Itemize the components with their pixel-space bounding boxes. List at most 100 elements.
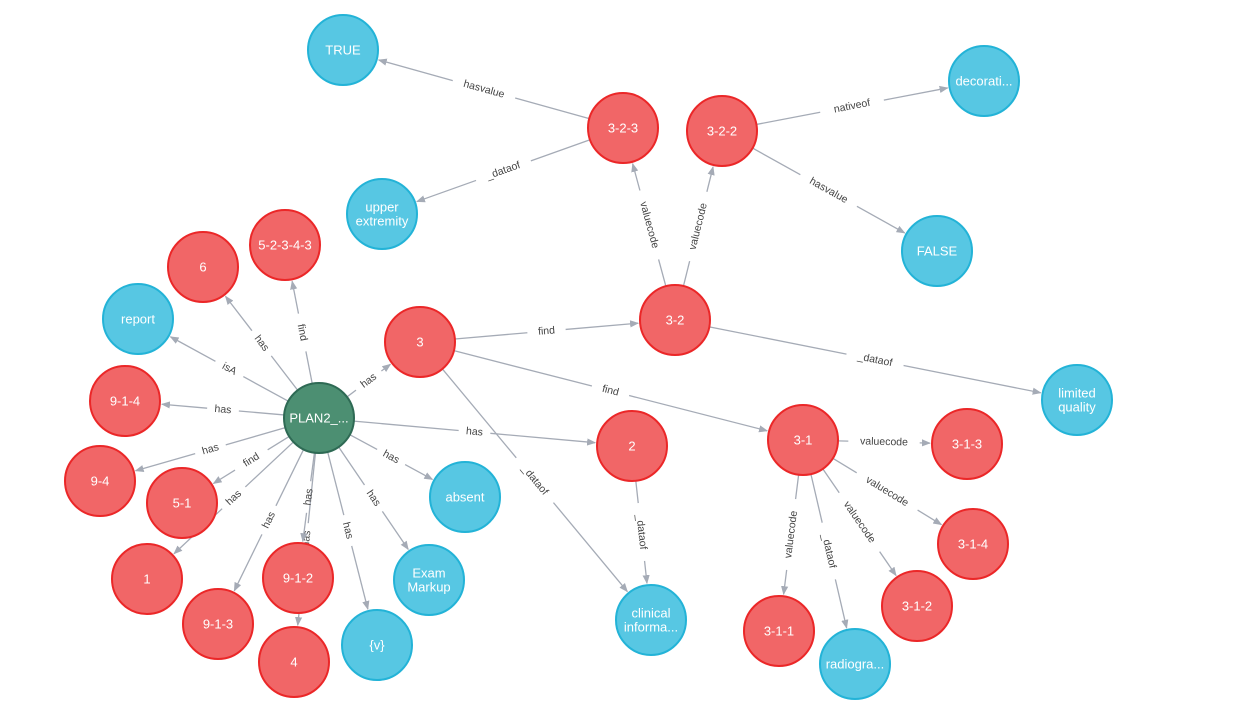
node-n9-1-3[interactable]: 9-1-3: [182, 588, 254, 660]
edge-label: _dataof: [484, 159, 522, 182]
edge-plan2-n9-1-4[interactable]: has: [160, 401, 285, 416]
node-circle: [901, 215, 973, 287]
edge-n3-2-limited[interactable]: _dataof: [709, 326, 1042, 395]
edge-plan2-n3[interactable]: has: [346, 363, 392, 398]
node-n4[interactable]: 4: [258, 626, 330, 698]
node-circle: [283, 382, 355, 454]
edge-label: find: [538, 324, 556, 337]
node-label: TRUE: [325, 43, 361, 58]
node-n3-2-2[interactable]: 3-2-2: [686, 95, 758, 167]
node-circle: [767, 404, 839, 476]
node-n3-2-3[interactable]: 3-2-3: [587, 92, 659, 164]
node-circle: [819, 628, 891, 700]
edge-label: has: [252, 333, 272, 354]
node-label: PLAN2_...: [289, 411, 348, 426]
node-label: 3-1-4: [958, 537, 988, 552]
node-n9-1-2[interactable]: 9-1-2: [262, 542, 334, 614]
node-label: report: [121, 312, 155, 327]
edge-n3-2-3-true[interactable]: hasvalue: [377, 58, 590, 120]
node-n1[interactable]: 1: [111, 543, 183, 615]
node-label: 5-2-3-4-3: [258, 238, 311, 253]
node-v[interactable]: {v}: [341, 609, 413, 681]
edge-arrow: [212, 469, 236, 485]
edge-plan2-n9-4[interactable]: has: [134, 427, 286, 472]
edge-label: has: [214, 403, 232, 416]
edge-line: [810, 473, 823, 523]
node-n3[interactable]: 3: [384, 306, 456, 378]
edge-n3-2-n3-2-3[interactable]: valuecode: [631, 162, 667, 287]
edge-arrow: [856, 205, 906, 234]
node-report[interactable]: report: [102, 283, 174, 355]
edge-plan2-n9-1-2[interactable]: has: [300, 452, 316, 543]
node-circle: [346, 178, 418, 250]
edge-n2-clinical[interactable]: _dataof: [633, 480, 650, 585]
edge-n3-1-n3-1-1[interactable]: valuecode: [781, 474, 800, 596]
edge-line: [752, 147, 801, 176]
node-plan2[interactable]: PLAN2_...: [283, 382, 355, 454]
edge-line: [832, 457, 858, 474]
edge-n3-2-2-false[interactable]: hasvalue: [752, 147, 906, 234]
edge-plan2-v[interactable]: has: [327, 451, 370, 611]
node-label: decorati...: [955, 74, 1012, 89]
edge-plan2-n6[interactable]: has: [224, 295, 299, 391]
edge-plan2-n5-1[interactable]: find: [212, 435, 290, 485]
edge-arrow: [169, 336, 216, 362]
node-absent[interactable]: absent: [429, 461, 501, 533]
node-circle: [249, 209, 321, 281]
node-n3-1[interactable]: 3-1: [767, 404, 839, 476]
node-n2[interactable]: 2: [596, 410, 668, 482]
node-n5-1[interactable]: 5-1: [146, 467, 218, 539]
node-n3-1-4[interactable]: 3-1-4: [937, 508, 1009, 580]
edge-arrow: [224, 295, 253, 332]
edge-n3-2-3-upper[interactable]: _dataof: [416, 139, 591, 203]
node-n3-1-1[interactable]: 3-1-1: [743, 595, 815, 667]
node-n9-1-4[interactable]: 9-1-4: [89, 365, 161, 437]
edge-label: find: [295, 323, 310, 342]
node-decor[interactable]: decorati...: [948, 45, 1020, 117]
edge-line: [349, 434, 378, 451]
node-label: 9-1-4: [110, 394, 140, 409]
edge-line: [225, 427, 286, 446]
edge-n3-n3-2[interactable]: find: [454, 320, 640, 340]
edge-line: [530, 139, 591, 162]
node-label: 3: [416, 335, 423, 350]
edge-label: has: [381, 448, 402, 467]
node-n6[interactable]: 6: [167, 231, 239, 303]
node-label: 3-1-3: [952, 437, 982, 452]
edge-plan2-n5-2-3-4-3[interactable]: find: [290, 280, 313, 384]
edge-n3-n3-1[interactable]: find: [453, 350, 769, 433]
node-circle: [931, 408, 1003, 480]
edge-arrow: [377, 58, 453, 82]
node-n3-1-2[interactable]: 3-1-2: [881, 570, 953, 642]
edge-n3-1-radiogra[interactable]: _dataof: [810, 473, 849, 629]
edge-plan2-absent[interactable]: has: [349, 434, 434, 480]
node-n3-2[interactable]: 3-2: [639, 284, 711, 356]
node-n5-2-3-4-3[interactable]: 5-2-3-4-3: [249, 209, 321, 281]
edge-arrow: [552, 502, 628, 593]
node-circle: [596, 410, 668, 482]
edge-label: valuecode: [782, 510, 800, 559]
node-false[interactable]: FALSE: [901, 215, 973, 287]
edge-line: [441, 368, 517, 459]
edge-plan2-n2[interactable]: has: [353, 420, 597, 446]
node-true[interactable]: TRUE: [307, 14, 379, 86]
edge-line: [275, 449, 305, 507]
edge-arrow: [351, 545, 370, 611]
node-radiogra[interactable]: radiogra...: [819, 628, 891, 700]
edge-label: valuecode: [687, 202, 710, 252]
edge-line: [243, 376, 289, 402]
node-n3-1-3[interactable]: 3-1-3: [931, 408, 1003, 480]
edge-n3-2-2-decor[interactable]: nativeof: [756, 85, 949, 126]
node-circle: [167, 231, 239, 303]
edge-n3-2-n3-2-2[interactable]: valuecode: [682, 166, 715, 287]
node-n9-4[interactable]: 9-4: [64, 445, 136, 517]
edge-label: has: [201, 441, 221, 457]
edge-n3-1-n3-1-3[interactable]: valuecode: [837, 435, 931, 449]
edge-label: nativeof: [833, 97, 871, 116]
